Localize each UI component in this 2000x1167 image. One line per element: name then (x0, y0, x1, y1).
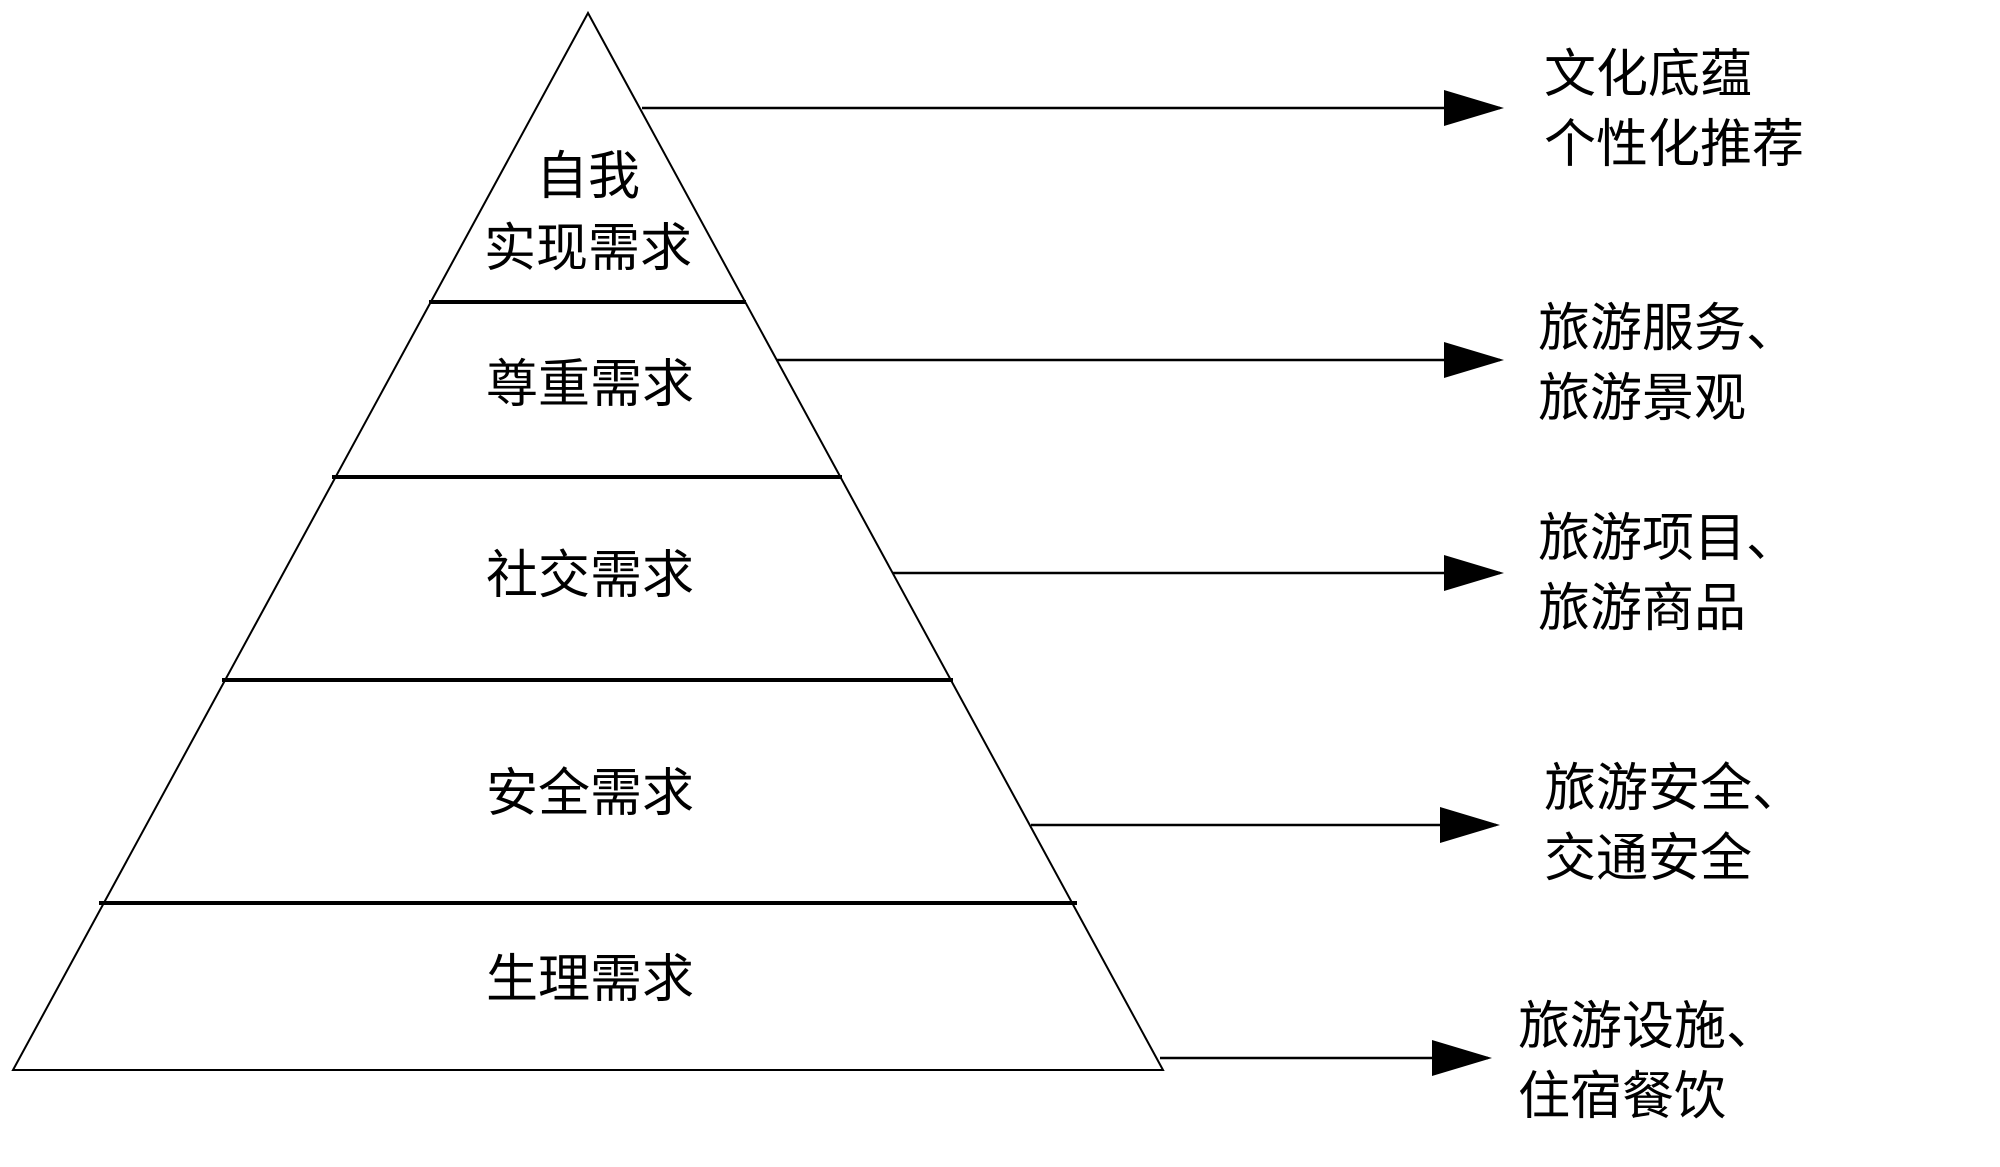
level-label-line: 尊重需求 (486, 355, 694, 415)
outcome-line: 文化底蕴 (1544, 45, 1752, 105)
outcome-line: 旅游设施、 (1518, 997, 1778, 1057)
outcome-line: 旅游安全、 (1544, 759, 1804, 819)
pyramid-level-safety: 安全需求 (486, 764, 694, 824)
outcome-level-1: 文化底蕴 个性化推荐 (1544, 45, 1804, 175)
outcome-line: 旅游项目、 (1538, 509, 1798, 569)
pyramid-outline (11, 10, 1165, 1071)
outcome-line: 旅游服务、 (1538, 299, 1798, 359)
outcome-line: 交通安全 (1544, 829, 1752, 889)
outcome-level-2: 旅游服务、 旅游景观 (1538, 299, 1798, 429)
outcome-line: 旅游景观 (1538, 369, 1746, 429)
level-label-line: 社交需求 (486, 546, 694, 606)
outcome-line: 个性化推荐 (1544, 115, 1804, 175)
outcome-line: 旅游商品 (1538, 579, 1746, 639)
pyramid-level-self-actualization: 自我 实现需求 (484, 147, 692, 279)
outcome-level-5: 旅游设施、 住宿餐饮 (1518, 997, 1778, 1127)
level-label-line: 生理需求 (486, 950, 694, 1010)
outcome-level-3: 旅游项目、 旅游商品 (1538, 509, 1798, 639)
pyramid-level-social: 社交需求 (486, 546, 694, 606)
level-label-line: 自我 (536, 147, 640, 207)
outcome-level-4: 旅游安全、 交通安全 (1544, 759, 1804, 889)
outcome-line: 住宿餐饮 (1518, 1067, 1726, 1127)
pyramid-level-physiological: 生理需求 (486, 950, 694, 1010)
pyramid-level-esteem: 尊重需求 (486, 355, 694, 415)
level-label-line: 安全需求 (486, 764, 694, 824)
level-label-line: 实现需求 (484, 219, 692, 279)
